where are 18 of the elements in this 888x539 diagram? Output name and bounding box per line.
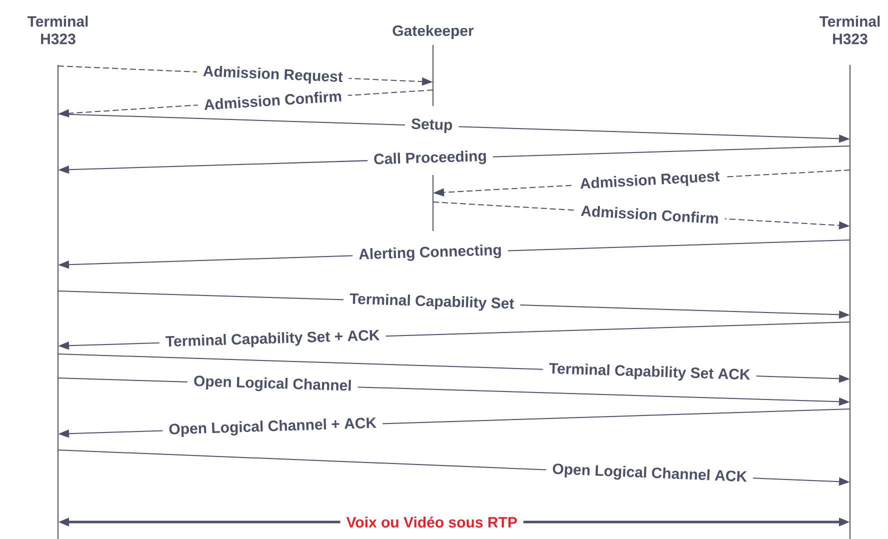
edge-label: Admission Request — [196, 64, 350, 86]
edge-label: Open Logical Channel — [187, 374, 358, 396]
edge-label: Terminal Capability Set ACK — [542, 361, 757, 384]
lifeline-header: Terminal H323 — [819, 16, 880, 44]
lifeline-header: Gatekeeper — [392, 25, 474, 39]
edge-label: Admission Confirm — [197, 88, 348, 112]
edge-label: Call Proceeding — [367, 148, 494, 169]
edge-label: Terminal Capability Set — [343, 292, 520, 313]
edge-label: Open Logical Channel ACK — [546, 462, 754, 486]
edge-label: Terminal Capability Set + ACK — [159, 328, 386, 351]
edge-label: Setup — [404, 117, 459, 134]
edge-label: Admission Request — [574, 168, 726, 194]
edge-label: Admission Confirm — [574, 204, 726, 226]
lifeline — [432, 175, 434, 231]
edge-label: Open Logical Channel + ACK — [162, 416, 383, 439]
lifeline-header: Terminal H323 — [27, 16, 88, 44]
edge-label: Voix ou Vidéo sous RTP — [340, 515, 524, 529]
edge-label: Alerting Connecting — [352, 242, 508, 264]
